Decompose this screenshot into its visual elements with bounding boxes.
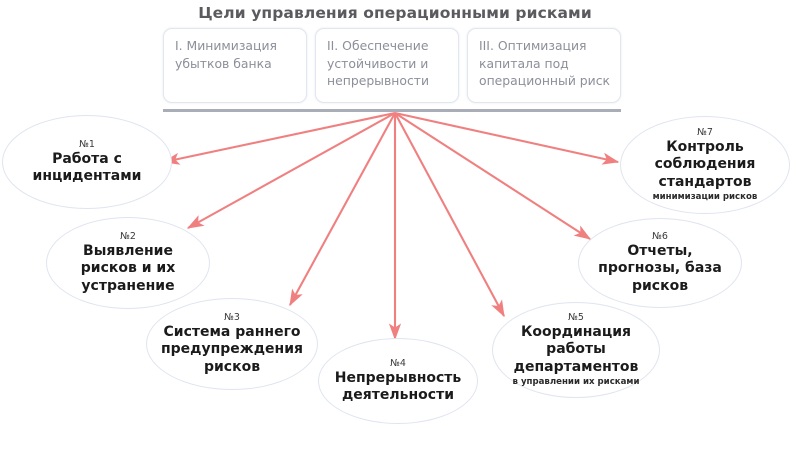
horizontal-separator: [163, 109, 621, 112]
node-1[interactable]: №1 Работа с инцидентами: [2, 115, 172, 209]
arrow-to-node-7: [394, 111, 620, 165]
node-2[interactable]: №2 Выявление рисков и их устранение: [46, 217, 210, 309]
node-5[interactable]: №5 Координация работы департаментов в уп…: [492, 302, 660, 398]
node-6-title: Отчеты, прогнозы, база рисков: [598, 242, 722, 294]
node-6[interactable]: №6 Отчеты, прогнозы, база рисков: [578, 218, 742, 308]
node-6-number: №6: [652, 230, 668, 242]
goal-box-3: III. Оптимизация капитала под операционн…: [467, 28, 621, 103]
goal-box-1: I. Минимизация убытков банка: [163, 28, 307, 103]
node-7-subtitle: минимизации рисков: [652, 192, 758, 203]
node-3-number: №3: [224, 311, 240, 323]
node-1-title: Работа с инцидентами: [32, 150, 142, 185]
node-7-number: №7: [697, 126, 713, 138]
node-5-subtitle: в управлении их рисками: [512, 377, 640, 388]
arrow-to-node-6: [394, 112, 592, 240]
node-1-number: №1: [79, 138, 95, 150]
node-3-title: Система раннего предупреждения рисков: [160, 323, 304, 375]
arrow-to-node-3: [289, 112, 396, 307]
node-4-number: №4: [390, 357, 406, 369]
arrow-to-node-2: [186, 112, 396, 229]
node-4-title: Непрерывность деятельности: [334, 369, 462, 404]
node-2-number: №2: [120, 230, 136, 242]
node-7-title: Контроль соблюдения стандартов: [654, 138, 756, 190]
arrow-to-node-5: [394, 112, 505, 318]
node-5-number: №5: [568, 311, 584, 323]
node-4[interactable]: №4 Непрерывность деятельности: [318, 338, 478, 424]
arrow-to-node-1: [162, 111, 396, 165]
node-3[interactable]: №3 Система раннего предупреждения рисков: [146, 298, 318, 390]
node-2-title: Выявление рисков и их устранение: [80, 242, 176, 294]
goal-box-2: II. Обеспечение устойчивости и непрерывн…: [315, 28, 459, 103]
node-5-title: Координация работы департаментов: [513, 323, 639, 375]
node-7[interactable]: №7 Контроль соблюдения стандартов миними…: [620, 116, 790, 214]
page-title: Цели управления операционными рисками: [198, 4, 592, 22]
